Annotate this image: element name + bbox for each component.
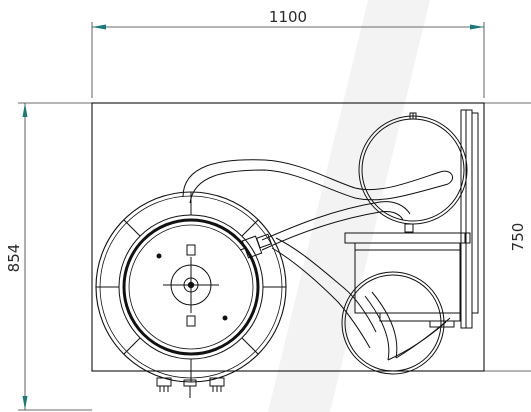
height-dimension: 854 <box>5 102 92 411</box>
drum-feet <box>156 377 225 398</box>
width-label: 1100 <box>269 8 307 26</box>
arrow-left <box>92 24 106 30</box>
arrow-bottom <box>22 396 28 410</box>
main-drum <box>95 191 287 383</box>
right-height-dimension: 750 <box>484 102 531 372</box>
width-dimension: 1100 <box>91 8 485 98</box>
control-box <box>344 223 471 328</box>
height-label: 854 <box>5 244 23 273</box>
watermark-slash <box>268 0 430 412</box>
right-height-label: 750 <box>509 223 527 252</box>
hoses <box>182 159 453 361</box>
drum-valve <box>239 233 272 259</box>
vertical-plate <box>460 109 479 329</box>
arrow-right <box>470 24 484 30</box>
arrow-top <box>22 103 28 117</box>
base-frame <box>91 102 485 372</box>
